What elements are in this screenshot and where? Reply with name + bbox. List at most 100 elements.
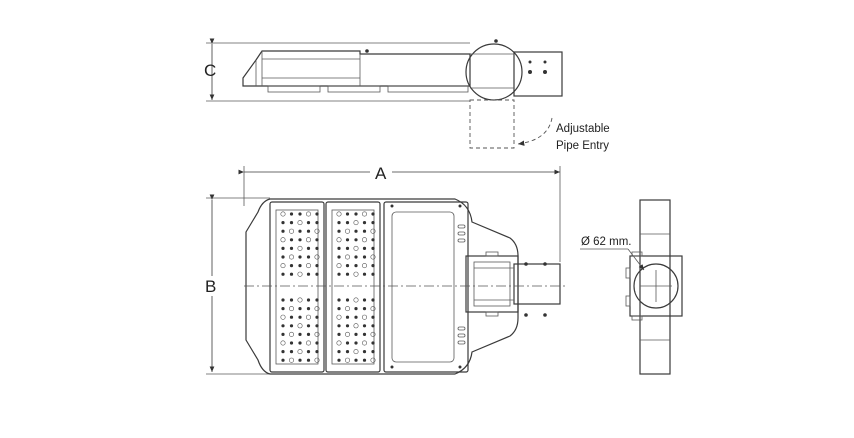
led-dot <box>298 332 302 336</box>
led-dot <box>306 307 311 311</box>
driver-compartment <box>383 201 469 373</box>
led-dot <box>371 341 375 345</box>
led-dot <box>362 307 367 311</box>
led-dot <box>354 212 358 216</box>
led-dot <box>362 324 367 328</box>
led-dot <box>280 314 286 320</box>
end-clamp <box>629 255 683 317</box>
led-dot <box>281 358 285 362</box>
led-dot <box>289 246 294 250</box>
led-dot <box>354 332 358 336</box>
led-dot <box>370 306 376 312</box>
led-dot <box>297 323 303 329</box>
led-dot <box>289 272 294 276</box>
led-dot <box>289 350 294 354</box>
led-dot <box>281 350 285 354</box>
led-dot <box>289 298 294 302</box>
led-dot <box>337 298 341 302</box>
side-body <box>242 50 471 87</box>
led-dot <box>345 221 350 225</box>
led-dot <box>354 238 358 242</box>
led-dot <box>305 340 311 346</box>
led-dot <box>305 211 311 217</box>
led-dot <box>281 324 285 328</box>
led-dot <box>345 272 350 276</box>
led-dot <box>281 272 285 276</box>
led-dot <box>298 341 302 345</box>
led-dot <box>371 324 375 328</box>
led-dot <box>315 324 319 328</box>
led-dot <box>281 298 285 302</box>
led-dot <box>337 350 341 354</box>
led-dot <box>371 350 375 354</box>
pipe-circle <box>633 263 679 309</box>
led-dot <box>314 357 320 363</box>
led-dot <box>298 307 302 311</box>
led-dot <box>306 272 311 276</box>
led-dot <box>288 331 294 337</box>
led-dot <box>345 341 350 345</box>
led-dot <box>314 306 320 312</box>
led-dot <box>298 238 302 242</box>
led-dot <box>305 314 311 320</box>
led-dot <box>362 332 367 336</box>
led-dot <box>289 315 294 319</box>
led-dot <box>354 264 358 268</box>
led-dot <box>281 307 285 311</box>
led-dot <box>362 350 367 354</box>
led-dot <box>353 271 359 277</box>
pipe-diameter-label: Ø 62 mm. <box>581 236 631 248</box>
led-dot <box>297 349 303 355</box>
led-dot <box>354 255 358 259</box>
led-dot <box>336 237 342 243</box>
led-dot <box>306 298 311 302</box>
top-view: A B <box>202 162 566 375</box>
led-dot <box>344 306 350 312</box>
led-dot <box>281 246 285 250</box>
led-dot <box>370 254 376 260</box>
led-dot <box>362 229 367 233</box>
led-dot <box>371 315 375 319</box>
led-dot <box>289 264 294 268</box>
pipe-clamp <box>513 263 561 305</box>
led-dot <box>315 298 319 302</box>
led-dot <box>371 238 375 242</box>
led-dot <box>315 246 319 250</box>
led-dot <box>354 358 358 362</box>
led-dot <box>353 245 359 251</box>
side-view: C Adjustable Pipe Entry <box>204 38 610 152</box>
led-dot <box>354 229 358 233</box>
dimension-c-label: C <box>204 61 216 80</box>
led-dot <box>315 221 319 225</box>
led-dot <box>289 341 294 345</box>
led-dot <box>337 332 341 336</box>
led-dot <box>298 264 302 268</box>
led-dot <box>289 212 294 216</box>
led-dot <box>371 221 375 225</box>
led-dot <box>354 315 358 319</box>
led-dot <box>337 255 341 259</box>
led-dot <box>288 306 294 312</box>
led-dot <box>298 315 302 319</box>
led-dot <box>362 221 367 225</box>
led-dot <box>370 228 376 234</box>
led-dot <box>337 221 341 225</box>
led-dot <box>288 228 294 234</box>
led-dot <box>280 211 286 217</box>
led-dot <box>314 228 320 234</box>
led-dot <box>337 307 341 311</box>
led-dot <box>315 315 319 319</box>
led-dot <box>353 220 359 226</box>
led-dot <box>297 271 303 277</box>
led-dot <box>353 349 359 355</box>
led-dot <box>306 324 311 328</box>
led-dot <box>305 263 311 269</box>
led-dot <box>361 263 367 269</box>
led-dot <box>298 255 302 259</box>
led-dot <box>306 229 311 233</box>
led-module-1 <box>269 201 325 373</box>
led-dot <box>315 212 319 216</box>
led-dot <box>362 272 367 276</box>
led-dot <box>315 341 319 345</box>
adjustable-label-1: Adjustable <box>556 123 610 135</box>
